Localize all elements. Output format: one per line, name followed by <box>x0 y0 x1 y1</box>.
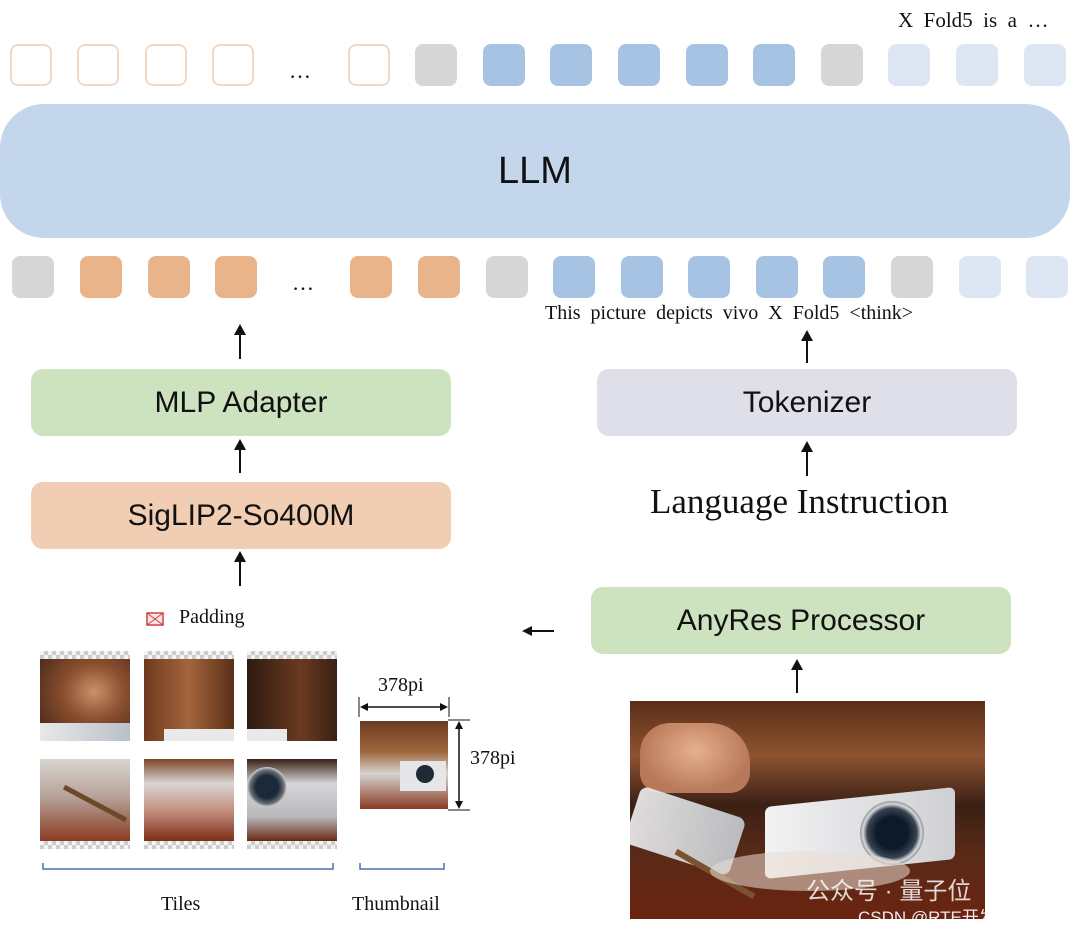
padding-strip <box>40 841 130 849</box>
vision-encoder-label: SigLIP2-So400M <box>127 498 355 532</box>
watermark-line1: 公众号 · 量子位 <box>806 878 972 905</box>
tile-image <box>40 759 130 841</box>
height-dimension-arrow <box>448 719 470 811</box>
tile-image <box>144 659 234 741</box>
output-token <box>956 44 998 86</box>
ellipsis: … <box>292 270 316 295</box>
language-instruction: Language Instruction <box>650 482 949 521</box>
arrow-up-icon <box>234 324 246 359</box>
text-token <box>621 256 663 298</box>
padding-strip <box>247 841 337 849</box>
tokenizer-label: Tokenizer <box>742 385 872 419</box>
output-text: X Fold5 is a … <box>898 8 1049 32</box>
padding-strip <box>40 651 130 659</box>
tile-image <box>144 759 234 841</box>
thumbnail-brace <box>359 860 445 872</box>
output-token <box>888 44 930 86</box>
vision-token <box>80 256 122 298</box>
thumbnail-image <box>360 721 448 809</box>
thumbnail-label: Thumbnail <box>352 893 440 915</box>
tile-image <box>247 659 337 741</box>
llm-block: LLM <box>0 104 1070 238</box>
empty-token <box>145 44 187 86</box>
padding-icon <box>146 612 164 626</box>
special-token <box>821 44 863 86</box>
vision-token <box>350 256 392 298</box>
arrow-left-icon <box>522 624 554 636</box>
padding-strip <box>144 651 234 659</box>
arrow-up-icon <box>791 659 803 693</box>
text-token <box>553 256 595 298</box>
vision-token <box>215 256 257 298</box>
output-token <box>959 256 1001 298</box>
tile-height-label: 378pi <box>470 747 516 769</box>
ellipsis: … <box>289 58 313 83</box>
padding-strip <box>144 841 234 849</box>
text-token <box>753 44 795 86</box>
text-token <box>686 44 728 86</box>
special-token <box>415 44 457 86</box>
tiles-brace <box>42 860 334 872</box>
text-token <box>483 44 525 86</box>
tile-image <box>40 659 130 741</box>
text-token <box>688 256 730 298</box>
text-token <box>823 256 865 298</box>
input-caption: This picture depicts vivo X Fold5 <think… <box>545 302 914 324</box>
mlp-adapter-block: MLP Adapter <box>31 369 451 436</box>
llm-label: LLM <box>498 149 572 192</box>
mlp-adapter-label: MLP Adapter <box>154 385 328 419</box>
empty-token <box>348 44 390 86</box>
output-token <box>1024 44 1066 86</box>
width-dimension-arrow <box>358 697 450 717</box>
tile-width-label: 378pi <box>378 674 424 696</box>
arrow-up-icon <box>234 551 246 586</box>
anyres-processor-block: AnyRes Processor <box>591 587 1011 654</box>
vision-token <box>418 256 460 298</box>
text-token <box>756 256 798 298</box>
source-image <box>630 701 985 919</box>
empty-token <box>10 44 52 86</box>
special-token <box>12 256 54 298</box>
tokenizer-block: Tokenizer <box>597 369 1017 436</box>
text-token <box>550 44 592 86</box>
vision-encoder-block: SigLIP2-So400M <box>31 482 451 549</box>
padding-strip <box>247 651 337 659</box>
tile-image <box>247 759 337 841</box>
anyres-processor-label: AnyRes Processor <box>676 603 926 637</box>
empty-token <box>212 44 254 86</box>
arrow-up-icon <box>234 439 246 473</box>
vision-token <box>148 256 190 298</box>
padding-label: Padding <box>179 606 245 628</box>
special-token <box>486 256 528 298</box>
arrow-up-icon <box>801 441 813 476</box>
arrow-up-icon <box>801 330 813 363</box>
watermark-line2: CSDN @RTE开发者社区 <box>858 908 1047 927</box>
text-token <box>618 44 660 86</box>
empty-token <box>77 44 119 86</box>
output-token <box>1026 256 1068 298</box>
special-token <box>891 256 933 298</box>
tiles-label: Tiles <box>161 893 201 915</box>
